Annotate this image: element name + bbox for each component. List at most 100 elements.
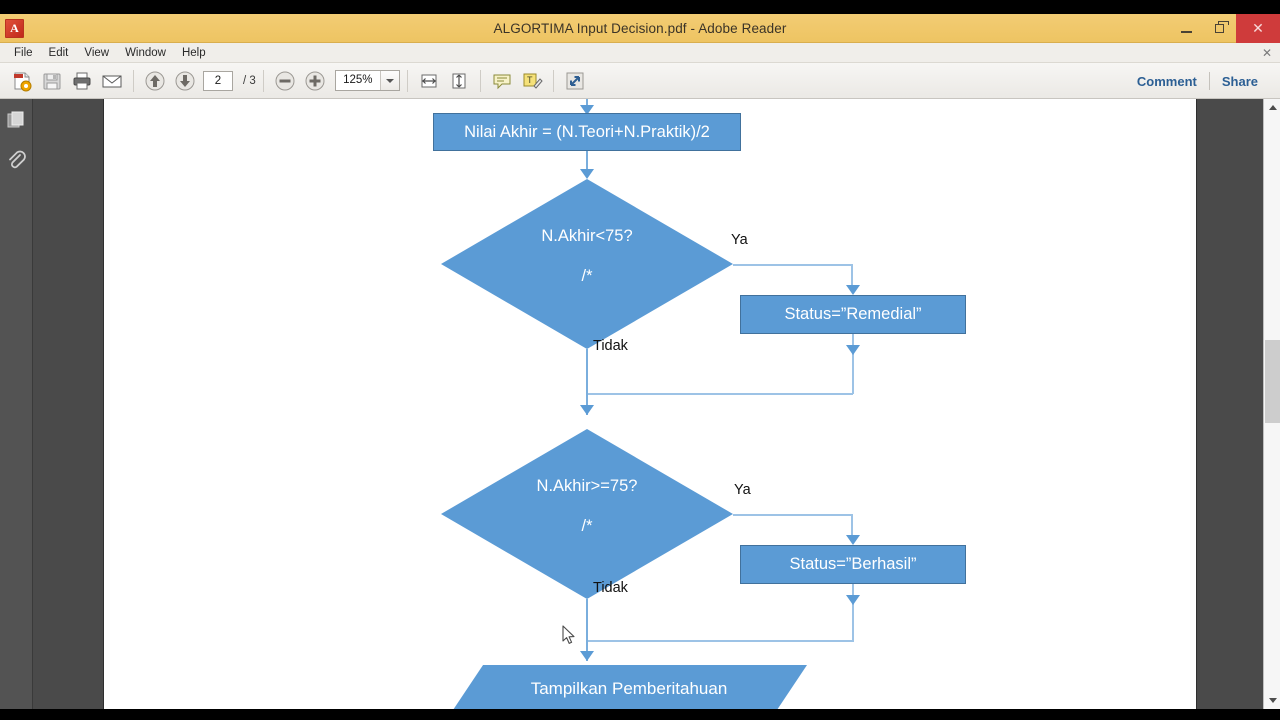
connector-decision2-yes-vertical [851,514,853,540]
page-thumbnails-icon[interactable] [3,107,29,133]
page-total-label: / 3 [243,74,256,87]
window-title: ALGORTIMA Input Decision.pdf - Adobe Rea… [493,20,787,36]
decision2-yes-label: Ya [734,482,751,498]
toolbar-separator-3 [406,69,408,92]
connector-berhasil-down [852,584,854,642]
node-berhasil-box: Status=”Berhasil” [740,545,966,584]
node-berhasil-label: Status=”Berhasil” [789,555,917,573]
toolbar-page-group: 2 / 3 [141,67,256,95]
create-pdf-icon[interactable] [8,67,36,95]
toolbar-right-links: Comment Share [1125,63,1270,99]
svg-text:T: T [527,75,533,85]
toolbar-separator-2 [262,69,264,92]
comment-bubble-icon[interactable] [488,67,516,95]
menu-item-edit[interactable]: Edit [48,46,69,59]
toolbar-file-group [8,67,126,95]
zoom-level-value: 125% [343,74,373,86]
zoom-in-icon[interactable] [301,67,329,95]
arrowhead-decision1 [580,169,594,179]
toolbar-separator-4 [479,69,481,92]
decision1-condition-label: N.Akhir<75? [541,227,633,245]
decision2-condition-label: N.Akhir>=75? [536,477,638,495]
close-button[interactable]: ✕ [1236,14,1280,43]
vertical-scrollbar[interactable] [1263,99,1280,709]
toolbar-view-group [561,67,589,95]
email-icon[interactable] [98,67,126,95]
arrowhead-berhasil-down [846,595,860,605]
menu-item-view[interactable]: View [84,46,110,59]
fit-width-icon[interactable] [415,67,443,95]
connector-decision2-yes-horizontal [733,514,852,516]
decision1-comment-label: /* [581,267,593,285]
connector-remedial-down [852,334,854,394]
connector-decision2-no-vertical [586,599,588,661]
menu-item-help[interactable]: Help [181,46,206,59]
scroll-up-chevron-icon [1268,105,1277,110]
previous-page-icon[interactable] [141,67,169,95]
flowchart-canvas: Nilai Akhir = (N.Teori+N.Praktik)/2 N.Ak… [104,99,1196,709]
toolbar-separator-5 [552,69,554,92]
restore-icon [1215,21,1229,33]
paperclip-icon[interactable] [3,147,29,173]
decision2-diamond-shape [441,429,733,599]
arrowhead-remedial-down [846,345,860,355]
decision2-no-label: Tidak [593,580,628,596]
minimize-icon [1181,30,1192,33]
node-decision2: N.Akhir>=75? /* [441,429,733,599]
save-icon[interactable] [38,67,66,95]
minimize-button[interactable] [1170,14,1203,43]
decision1-no-label: Tidak [593,338,628,354]
menu-bar: File Edit View Window Help ✕ [0,43,1280,63]
node-output-label: Tampilkan Pemberitahuan [530,679,728,698]
adobe-reader-window: ALGORTIMA Input Decision.pdf - Adobe Rea… [0,14,1280,709]
scroll-up-icon[interactable] [1264,99,1280,116]
fullscreen-icon[interactable] [561,67,589,95]
decision1-yes-label: Ya [731,232,748,248]
chevron-down-icon [385,78,394,83]
pdf-page: Nilai Akhir = (N.Teori+N.Praktik)/2 N.Ak… [104,99,1196,709]
decision2-comment-label: /* [581,517,593,535]
menu-item-file[interactable]: File [14,46,33,59]
zoom-dropdown-button[interactable] [379,71,399,90]
zoom-out-icon[interactable] [271,67,299,95]
title-bar: ALGORTIMA Input Decision.pdf - Adobe Rea… [0,14,1280,43]
connector-decision1-no-vertical [586,349,588,415]
node-remedial-box: Status=”Remedial” [740,295,966,334]
letterbox-bottom-bar [0,709,1280,720]
highlight-text-icon[interactable]: T [518,67,546,95]
connector-formula-to-decision1 [586,151,588,175]
next-page-icon[interactable] [171,67,199,95]
comment-panel-button[interactable]: Comment [1136,73,1197,89]
toolbar-annotate-group: T [488,67,546,95]
document-area: Nilai Akhir = (N.Teori+N.Praktik)/2 N.Ak… [0,99,1280,709]
close-document-icon[interactable]: ✕ [1261,46,1272,60]
letterbox-top-bar [0,0,1280,14]
node-formula-label: Nilai Akhir = (N.Teori+N.Praktik)/2 [464,122,710,141]
connector-merge2-horizontal [587,640,853,642]
document-scroll-viewport[interactable]: Nilai Akhir = (N.Teori+N.Praktik)/2 N.Ak… [33,99,1263,709]
arrowhead-into-formula [580,105,594,115]
arrowhead-into-berhasil [846,535,860,545]
share-panel-button[interactable]: Share [1221,73,1258,89]
print-icon[interactable] [68,67,96,95]
connector-top-into-formula [586,99,588,109]
toolbar-zoom-group: 125% [271,67,400,95]
fit-page-icon[interactable] [445,67,473,95]
toolbar-fit-group [415,67,473,95]
zoom-level-combobox[interactable]: 125% [334,70,400,91]
connector-decision1-yes-vertical [851,264,853,290]
decision1-diamond-shape [441,179,733,349]
connector-decision1-yes-horizontal [733,264,852,266]
menu-item-window[interactable]: Window [125,46,166,59]
window-controls: ✕ [1170,14,1280,43]
arrowhead-into-remedial [846,285,860,295]
toolbar-separator-1 [133,69,134,92]
restore-button[interactable] [1203,14,1236,43]
connector-merge1-horizontal [587,393,853,395]
scroll-down-icon[interactable] [1264,692,1280,709]
navigation-pane [0,99,33,709]
page-number-input[interactable]: 2 [203,70,233,91]
node-decision1: N.Akhir<75? /* [441,179,733,349]
vertical-scroll-thumb[interactable] [1265,340,1280,423]
